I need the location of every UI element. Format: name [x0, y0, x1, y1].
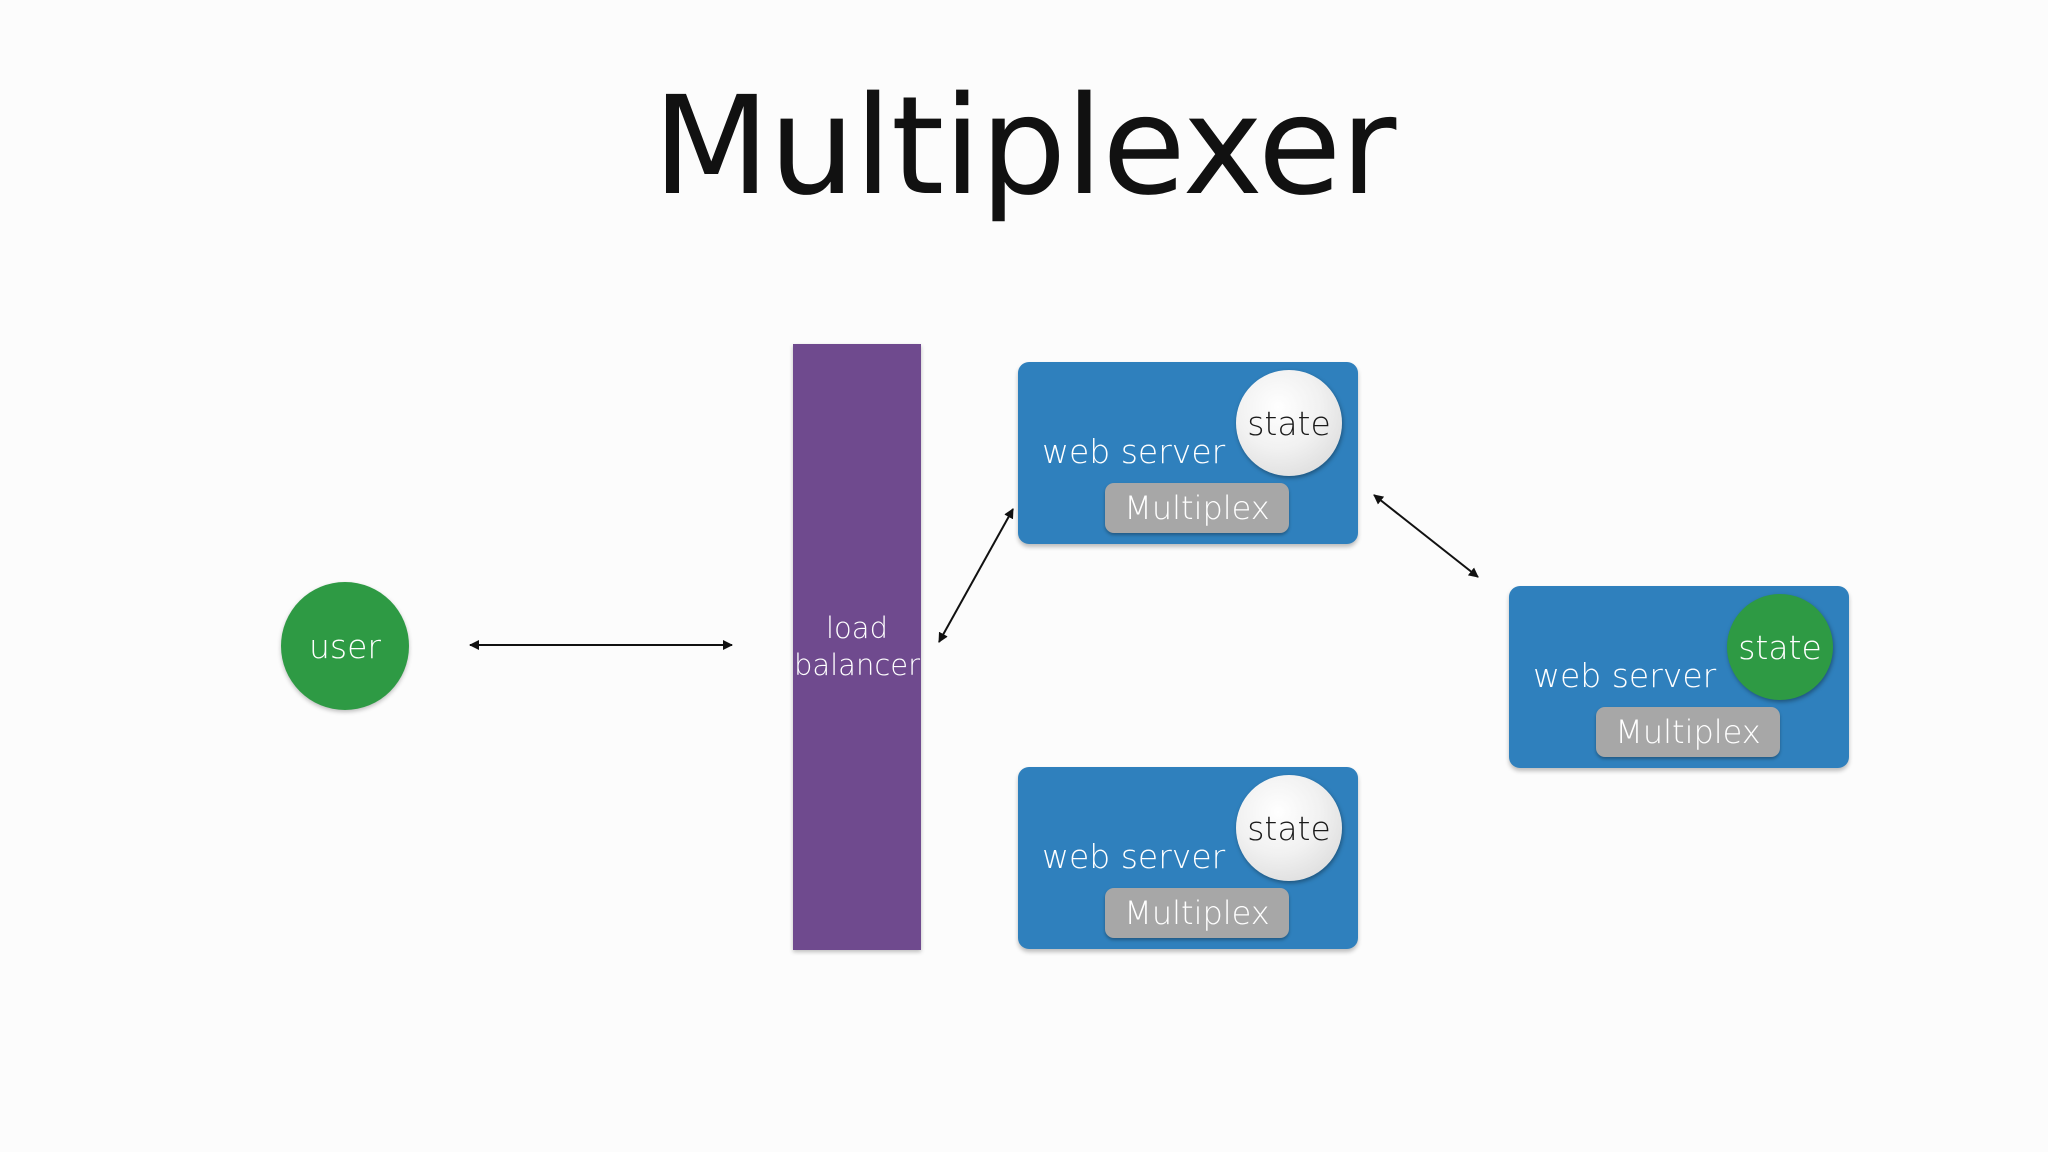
- state-label: state: [1738, 627, 1822, 667]
- edge-load-balancer-web-server-1: [938, 508, 1014, 643]
- state-bubble: state: [1236, 370, 1342, 476]
- multiplex-label: Multiplex: [1124, 894, 1270, 932]
- web-server-label: web server: [1042, 432, 1226, 471]
- edge-web-server-1-web-server-3: [1373, 494, 1479, 578]
- load-balancer-node: load balancer: [793, 344, 921, 950]
- multiplex-pill: Multiplex: [1105, 483, 1289, 533]
- multiplex-pill: Multiplex: [1105, 888, 1289, 938]
- state-bubble-active: state: [1727, 594, 1833, 700]
- multiplex-label: Multiplex: [1615, 713, 1761, 751]
- web-server-label: web server: [1533, 656, 1717, 695]
- user-label: user: [309, 626, 381, 666]
- load-balancer-label: load balancer: [793, 611, 921, 682]
- state-bubble: state: [1236, 775, 1342, 881]
- state-label: state: [1247, 808, 1331, 848]
- multiplex-pill: Multiplex: [1596, 707, 1780, 757]
- slide-title: Multiplexer: [652, 68, 1397, 226]
- multiplex-label: Multiplex: [1124, 489, 1270, 527]
- web-server-1: web server state Multiplex: [1018, 362, 1358, 544]
- user-node: user: [281, 582, 409, 710]
- web-server-label: web server: [1042, 837, 1226, 876]
- web-server-3: web server state Multiplex: [1509, 586, 1849, 768]
- state-label: state: [1247, 403, 1331, 443]
- web-server-2: web server state Multiplex: [1018, 767, 1358, 949]
